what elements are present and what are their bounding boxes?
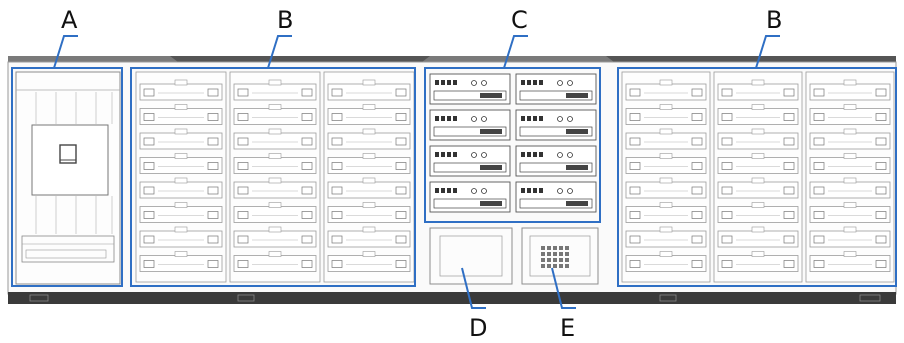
- left-rack-2: [229, 71, 321, 283]
- battery-module: [717, 226, 799, 248]
- battery-module: [139, 202, 223, 223]
- battery-module: [625, 251, 707, 272]
- battery-rack-group-left: [135, 71, 415, 283]
- pcs-unit: [429, 73, 511, 105]
- battery-module: [809, 104, 891, 125]
- leader-b-left: [267, 35, 292, 69]
- highlight-c: [424, 67, 601, 223]
- callout-e: E: [560, 314, 575, 342]
- battery-module: [139, 153, 223, 174]
- pcs-unit: [515, 181, 597, 213]
- battery-module: [233, 128, 317, 150]
- battery-module: [717, 153, 799, 174]
- battery-module: [139, 79, 223, 101]
- battery-module: [139, 128, 223, 150]
- battery-module: [139, 251, 223, 272]
- battery-module: [809, 202, 891, 223]
- pcs-column-2: [515, 73, 597, 213]
- battery-module: [233, 153, 317, 174]
- pcs-unit: [429, 109, 511, 141]
- battery-module: [717, 128, 799, 150]
- pcs-unit: [429, 145, 511, 177]
- leader-c: [503, 35, 528, 69]
- leader-a: [53, 35, 78, 69]
- battery-module: [233, 202, 317, 223]
- battery-module: [233, 104, 317, 125]
- battery-module: [327, 104, 411, 125]
- battery-module: [327, 79, 411, 101]
- container-base-rail: [8, 292, 896, 304]
- leader-d: [461, 267, 486, 309]
- battery-module: [625, 202, 707, 223]
- callout-b-right: B: [766, 6, 782, 34]
- highlight-a: [11, 67, 123, 287]
- battery-module: [327, 177, 411, 199]
- battery-module: [809, 177, 891, 199]
- right-rack-2: [713, 71, 803, 283]
- callout-b-left: B: [277, 6, 293, 34]
- battery-module: [233, 79, 317, 101]
- battery-module: [625, 177, 707, 199]
- battery-module: [717, 79, 799, 101]
- pcs-unit: [515, 73, 597, 105]
- battery-module: [327, 128, 411, 150]
- callout-d: D: [469, 314, 487, 342]
- battery-module: [717, 177, 799, 199]
- battery-module: [809, 128, 891, 150]
- battery-module: [625, 79, 707, 101]
- battery-module: [139, 104, 223, 125]
- right-rack-1: [621, 71, 711, 283]
- combiner-box: [429, 227, 513, 285]
- left-rack-3: [323, 71, 415, 283]
- battery-module: [327, 226, 411, 248]
- battery-module: [809, 79, 891, 101]
- battery-module: [625, 104, 707, 125]
- pcs-unit: [515, 145, 597, 177]
- battery-module: [625, 128, 707, 150]
- battery-rack-group-right: [621, 71, 895, 283]
- battery-module: [809, 226, 891, 248]
- battery-module: [233, 177, 317, 199]
- battery-module: [717, 202, 799, 223]
- battery-module: [139, 177, 223, 199]
- battery-module: [809, 153, 891, 174]
- battery-module: [327, 153, 411, 174]
- battery-module: [625, 226, 707, 248]
- auxiliary-cabinet: [15, 71, 121, 285]
- pcs-unit: [515, 109, 597, 141]
- battery-module: [717, 104, 799, 125]
- battery-module: [717, 251, 799, 272]
- leader-b-right: [755, 35, 780, 69]
- control-box: [521, 227, 599, 285]
- pcs-unit: [429, 181, 511, 213]
- leader-e: [551, 267, 576, 309]
- battery-module: [625, 153, 707, 174]
- battery-module: [809, 251, 891, 272]
- callout-labels: A B C B D E: [61, 6, 782, 342]
- battery-module: [139, 226, 223, 248]
- pcs-unit-group: [429, 73, 597, 213]
- battery-module: [327, 202, 411, 223]
- pcs-column-1: [429, 73, 511, 213]
- callout-leaders: [53, 35, 780, 309]
- right-rack-3: [805, 71, 895, 283]
- highlight-b-left: [130, 67, 416, 287]
- callout-c: C: [511, 6, 528, 34]
- battery-module: [327, 251, 411, 272]
- left-rack-1: [135, 71, 227, 283]
- battery-module: [233, 226, 317, 248]
- battery-module: [233, 251, 317, 272]
- callout-a: A: [61, 6, 78, 34]
